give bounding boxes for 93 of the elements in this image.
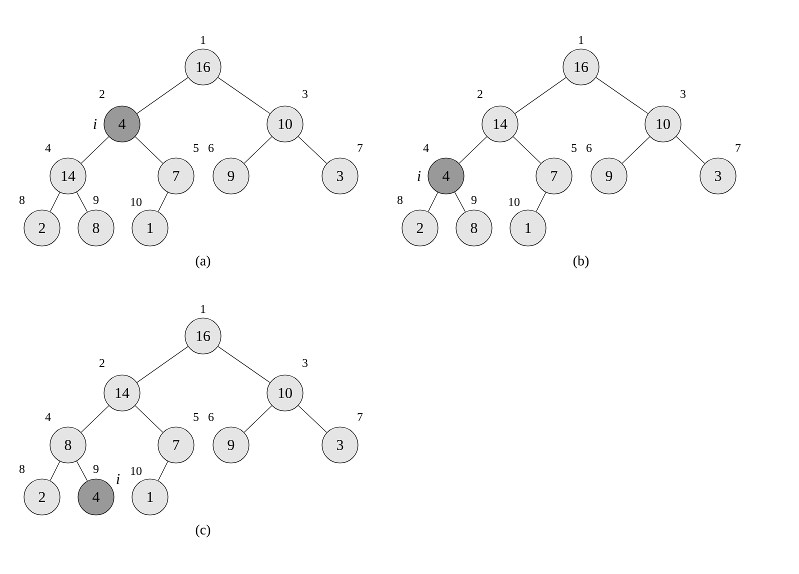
- tree-node: 2: [24, 210, 60, 246]
- tree-edge: [134, 136, 164, 164]
- tree-node: 8: [456, 210, 492, 246]
- tree-node: 9: [212, 426, 250, 464]
- tree-node: 2: [24, 478, 60, 516]
- index-label: 7: [358, 144, 363, 152]
- caption: (b): [573, 256, 589, 268]
- tree-edge: [428, 192, 438, 212]
- tree-edge: [136, 346, 188, 383]
- index-label: 10: [131, 466, 142, 476]
- index-label: 2: [100, 359, 104, 367]
- index-label: 6: [208, 412, 214, 422]
- tree-node: 1: [132, 210, 168, 246]
- index-label: 3: [302, 358, 308, 368]
- index-label: 6: [208, 144, 214, 152]
- tree-node: 7: [158, 426, 194, 464]
- index-label: 8: [397, 196, 403, 204]
- index-label: 2: [100, 90, 104, 98]
- tree-edge: [158, 461, 168, 481]
- tree-edge: [676, 136, 705, 164]
- tree-edge: [134, 405, 164, 433]
- index-label: 1: [201, 305, 206, 313]
- tree-node: 10: [266, 106, 304, 142]
- tree-node: 8: [50, 426, 86, 464]
- tree-node: 14: [50, 158, 86, 194]
- tree-node: 10: [266, 374, 304, 412]
- tree-node: 8: [78, 210, 114, 246]
- index-label: 4: [45, 413, 51, 421]
- index-label: 5: [194, 144, 199, 152]
- tree-node: 4: [104, 106, 140, 142]
- index-label: 6: [586, 144, 592, 152]
- index-label: 7: [358, 413, 363, 421]
- tree-edge: [454, 192, 466, 212]
- tree-node: 14: [482, 106, 518, 142]
- index-label: 3: [302, 90, 308, 98]
- tree-edge: [298, 405, 327, 433]
- tree-node: 9: [212, 158, 250, 194]
- tree-node: 1: [510, 210, 546, 246]
- tree-edge: [218, 346, 270, 383]
- index-label: 5: [194, 413, 199, 421]
- tree-edge: [514, 77, 566, 114]
- tree-node: 7: [158, 158, 194, 194]
- caption: (a): [196, 256, 210, 268]
- index-label: 8: [19, 464, 25, 474]
- tree-node: 3: [322, 426, 358, 464]
- tree-edge: [458, 136, 488, 164]
- tree-node: 3: [700, 158, 736, 194]
- index-label: 9: [93, 464, 98, 474]
- tree-node: 4: [78, 478, 114, 516]
- index-label: 1: [201, 36, 206, 44]
- tree-node: 16: [184, 318, 222, 354]
- pointer-label: i: [418, 171, 421, 181]
- tree-node: 3: [322, 158, 358, 194]
- index-label: 10: [509, 198, 520, 206]
- tree-node: 9: [590, 158, 628, 194]
- tree-edge: [298, 136, 327, 164]
- index-label: 4: [423, 144, 429, 152]
- tree-edge: [244, 136, 272, 164]
- tree-node: 1: [132, 478, 168, 516]
- index-label: 10: [131, 198, 142, 206]
- tree-edge: [622, 136, 650, 164]
- tree-edge: [136, 77, 188, 114]
- tree-node: 10: [644, 106, 682, 142]
- index-label: 1: [579, 36, 584, 44]
- index-label: 9: [93, 196, 98, 204]
- tree-edge: [50, 192, 60, 212]
- tree-node: 14: [104, 374, 140, 412]
- caption: (c): [196, 524, 210, 538]
- tree-edge: [218, 77, 270, 114]
- index-label: 2: [478, 90, 482, 98]
- tree-edge: [76, 192, 88, 212]
- tree-edge: [244, 405, 272, 433]
- index-label: 4: [45, 144, 51, 152]
- tree-edge: [512, 136, 542, 164]
- tree-edge: [76, 460, 88, 482]
- tree-edge: [50, 461, 60, 481]
- pointer-label: i: [116, 474, 120, 484]
- tree-edge: [80, 405, 110, 433]
- tree-edge: [536, 192, 546, 212]
- index-label: 3: [680, 90, 686, 98]
- pointer-label: i: [94, 119, 97, 129]
- tree-node: 4: [428, 158, 464, 194]
- tree-node: 16: [184, 48, 222, 86]
- tree-node: 16: [562, 48, 600, 86]
- index-label: 7: [736, 144, 741, 152]
- tree-node: 2: [402, 210, 438, 246]
- tree-node: 7: [536, 158, 572, 194]
- tree-edge: [596, 77, 648, 114]
- index-label: 5: [572, 144, 577, 152]
- index-label: 8: [19, 196, 25, 204]
- index-label: 9: [471, 196, 476, 204]
- tree-edge: [158, 192, 168, 212]
- tree-edge: [80, 136, 110, 164]
